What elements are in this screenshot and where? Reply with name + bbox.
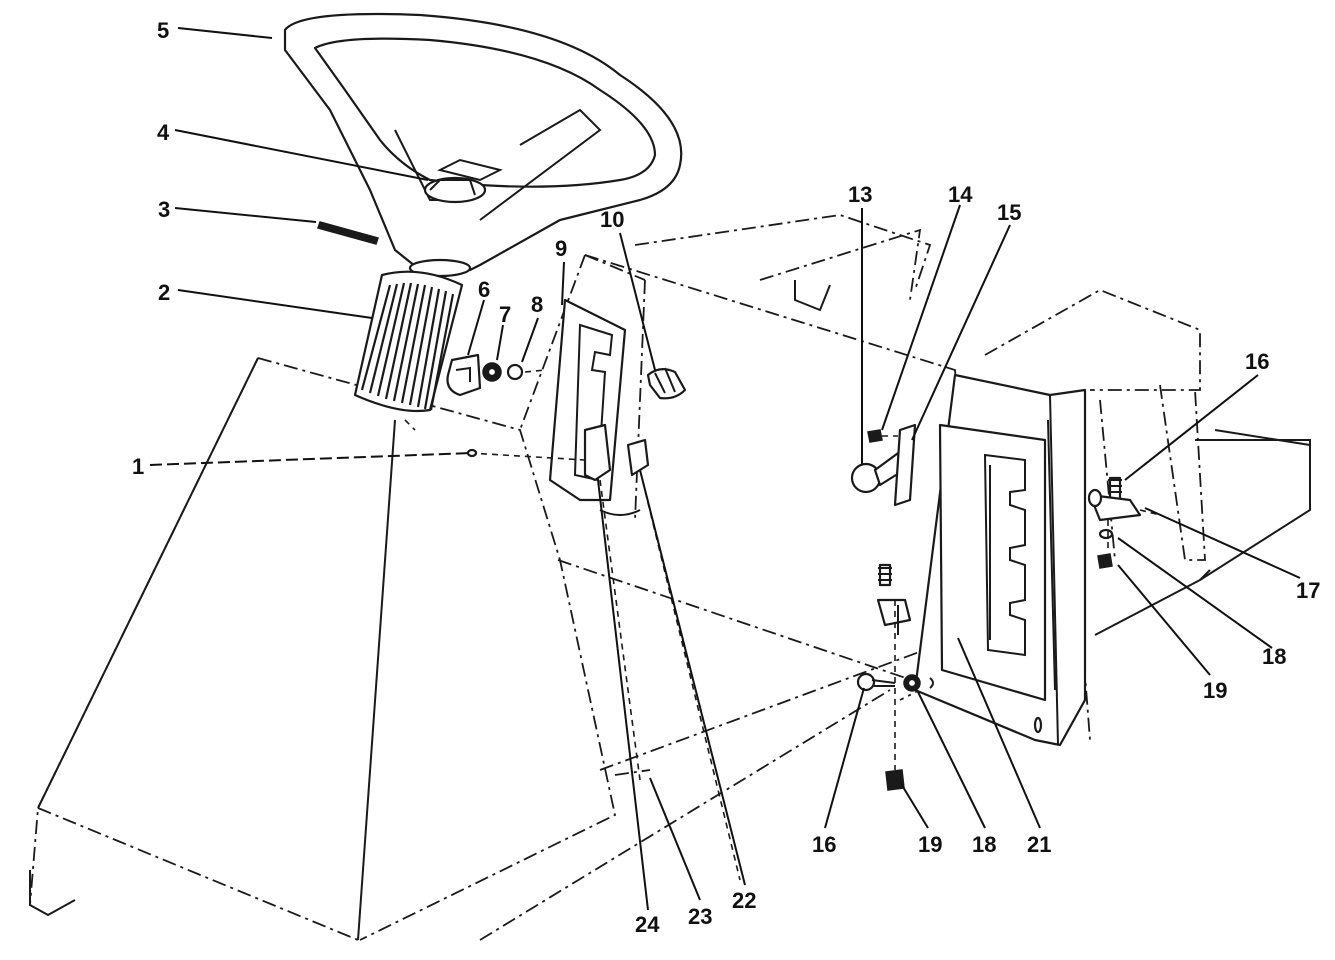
lower-pivot-hardware: [856, 563, 934, 791]
steering-cap-strip: [317, 221, 379, 245]
leader-18b: [917, 691, 986, 829]
callout-label: 7: [499, 302, 511, 327]
right-side-panel: [913, 373, 1087, 747]
callout-label: 5: [157, 18, 169, 43]
leader-23: [649, 777, 701, 901]
dash-panel: [519, 214, 961, 701]
leader-22: [639, 469, 746, 886]
leader-2: [177, 289, 373, 319]
leader-21: [957, 637, 1041, 829]
leader-6: [467, 299, 485, 356]
callout-label: 8: [531, 292, 543, 317]
steering-wheel: [283, 12, 683, 278]
callout-label: 6: [478, 277, 490, 302]
leader-4: [174, 129, 429, 181]
leader-14: [881, 204, 961, 431]
callout-label: 24: [635, 912, 660, 937]
callout-label: 15: [997, 200, 1021, 225]
leader-24: [597, 479, 649, 911]
steering-column-shroud: [353, 270, 464, 413]
leader-10: [619, 232, 656, 371]
callout-label: 21: [1027, 832, 1051, 857]
leader-15: [911, 224, 1011, 441]
callout-label: 1: [132, 454, 144, 479]
choke-knob: [646, 367, 687, 400]
callout-label: 3: [158, 197, 170, 222]
callout-label: 23: [688, 904, 712, 929]
callout-label: 2: [158, 280, 170, 305]
leader-lines: [149, 27, 1301, 911]
callout-label: 9: [555, 236, 567, 261]
leader-1: [149, 452, 473, 466]
callout-label: 4: [157, 120, 170, 145]
callout-label: 16: [812, 832, 836, 857]
callout-label: 16: [1245, 349, 1269, 374]
key-switch-hardware: [446, 353, 546, 397]
throttle-lever: [850, 423, 917, 507]
leader-17: [1144, 507, 1301, 579]
leader-7: [496, 324, 504, 361]
leader-5: [177, 27, 273, 39]
right-bracket-hardware: [1087, 476, 1161, 569]
callout-label: 22: [732, 888, 756, 913]
leader-19a: [1117, 564, 1211, 676]
callout-label: 18: [1262, 644, 1286, 669]
leader-16b: [824, 687, 865, 829]
leader-9: [561, 261, 565, 306]
leader-16a: [1124, 374, 1259, 481]
callout-label: 19: [1203, 678, 1227, 703]
callout-label: 10: [600, 207, 624, 232]
callout-label: 14: [948, 182, 973, 207]
callout-label: 17: [1296, 578, 1320, 603]
callout-label: 13: [848, 182, 872, 207]
leader-19b: [899, 781, 929, 829]
callout-label: 19: [918, 832, 942, 857]
right-fender: [984, 289, 1311, 636]
callout-label: 18: [972, 832, 996, 857]
leader-3: [174, 207, 317, 223]
leader-8: [521, 317, 539, 363]
pin-axis: [404, 419, 586, 461]
leader-18a: [1117, 537, 1273, 649]
callout-labels: 5 4 3 2 1 6 7 8 9 10 13 14 15 16 17 18 1…: [132, 18, 1320, 937]
